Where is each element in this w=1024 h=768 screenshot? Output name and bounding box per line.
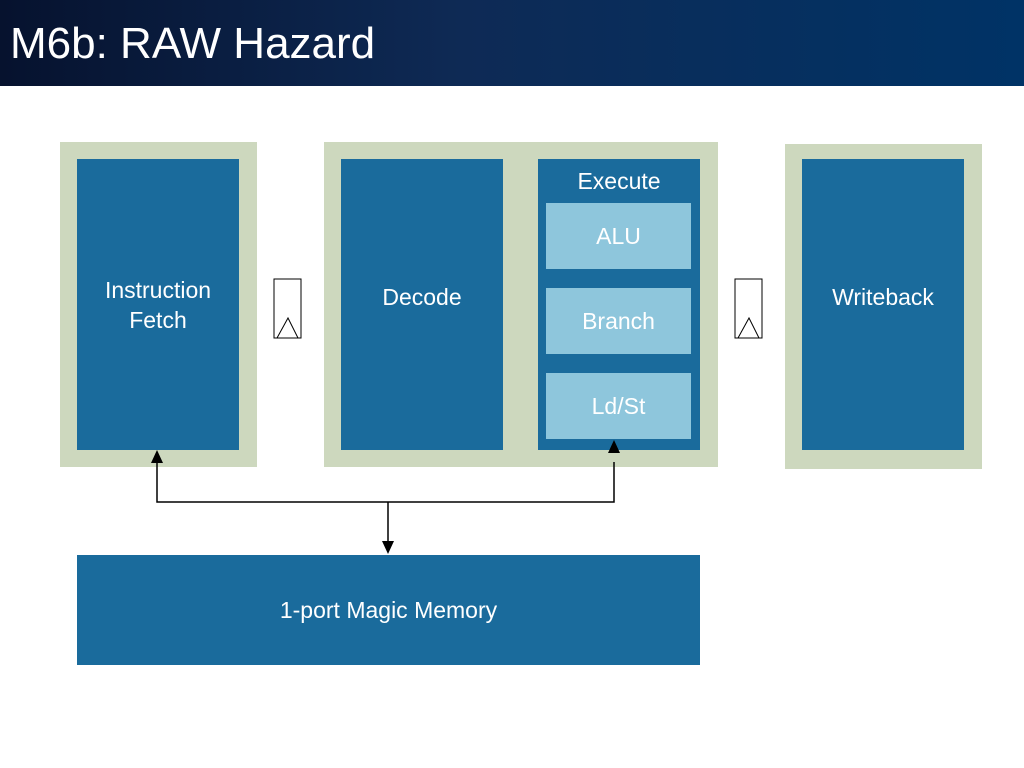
title-bar: M6b: RAW Hazard xyxy=(0,0,1024,86)
branch-unit: Branch xyxy=(546,288,691,354)
memory-arrow-head xyxy=(382,541,394,554)
fetch-label-line2: Fetch xyxy=(129,306,187,333)
memory-label: 1-port Magic Memory xyxy=(279,597,498,623)
fetch-arrow-head xyxy=(151,450,163,463)
pipeline-register-2 xyxy=(734,278,763,339)
memory-bus xyxy=(156,462,615,542)
alu-unit: ALU xyxy=(546,203,691,269)
execute-label: Execute xyxy=(577,168,661,194)
writeback-stage: Writeback xyxy=(802,159,964,450)
decode-label: Decode xyxy=(382,283,462,310)
slide-title: M6b: RAW Hazard xyxy=(10,19,376,68)
ldst-unit: Ld/St xyxy=(546,373,691,439)
fetch-stage: Instruction Fetch xyxy=(77,159,239,450)
ldst-arrow-head xyxy=(608,440,620,453)
decode-stage: Decode xyxy=(341,159,503,450)
writeback-label: Writeback xyxy=(832,283,934,310)
magic-memory: 1-port Magic Memory xyxy=(77,555,700,665)
fetch-label-line1: Instruction xyxy=(104,276,212,303)
pipeline-register-1 xyxy=(273,278,302,339)
